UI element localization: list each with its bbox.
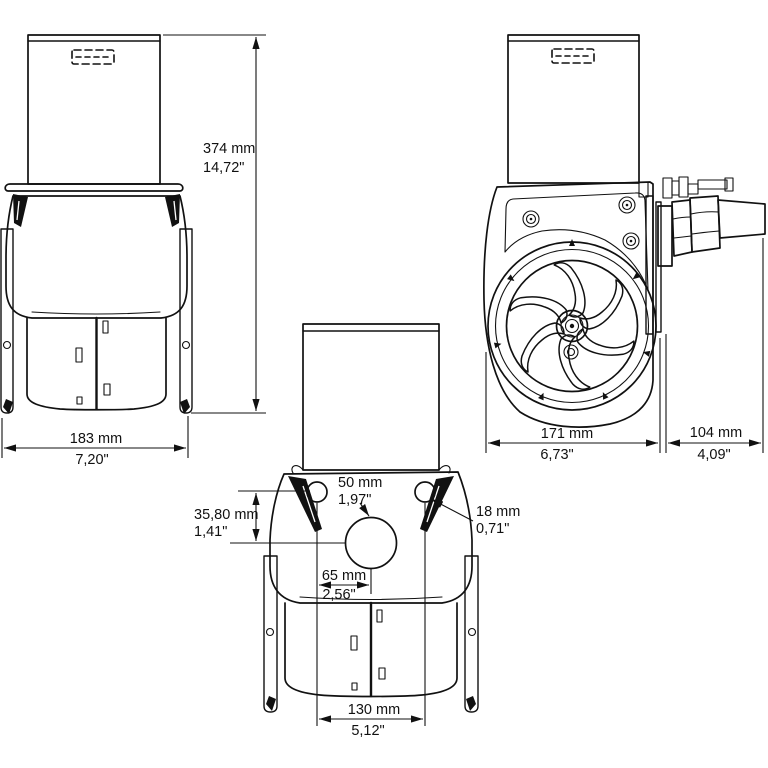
back-side-rails: [263, 555, 479, 713]
front-view: 374 mm 14,72" 183 mm 7,20": [0, 34, 266, 468]
dim-offset-h-inch: 2,56": [322, 587, 355, 603]
back-dim-center-hole: 50 mm 1,97": [338, 475, 382, 517]
side-view: 171 mm 6,73" 104 mm 4,09": [483, 34, 766, 463]
side-dim-depth: 171 mm 6,73": [485, 338, 661, 463]
dim-side-tube-inch: 4,09": [697, 447, 730, 463]
front-upper-shell: [5, 195, 188, 319]
panel-screws: [522, 196, 640, 250]
back-lower-panel: [284, 601, 458, 698]
side-feed-chute: [507, 34, 640, 184]
back-dim-spacing: 130 mm 5,12": [316, 503, 426, 739]
back-view: 50 mm 1,97" 18 mm 0,71" 35,80 mm 1,41" 6…: [194, 323, 520, 739]
dim-center-hole-mm: 50 mm: [338, 475, 382, 491]
back-dim-offset-v: 35,80 mm 1,41": [194, 490, 346, 544]
burner-tube: [657, 195, 766, 267]
dim-offset-h-mm: 65 mm: [322, 568, 366, 584]
back-dim-offset-h: 65 mm 2,56": [319, 568, 372, 603]
dim-offset-v-mm: 35,80 mm: [194, 507, 258, 523]
mount-hole-left: [306, 481, 328, 503]
dim-front-width-inch: 7,20": [75, 452, 108, 468]
dim-spacing-mm: 130 mm: [348, 702, 400, 718]
dim-side-tube-mm: 104 mm: [690, 425, 742, 441]
mount-hole-right: [414, 481, 436, 503]
front-dim-width: 183 mm 7,20": [1, 416, 189, 468]
dim-front-height-mm: 374 mm: [203, 141, 255, 157]
balance-weight: [563, 344, 579, 360]
front-feed-chute: [27, 34, 161, 185]
chute-slot: [551, 48, 595, 64]
chute-slot: [71, 49, 115, 65]
dim-side-depth-mm: 171 mm: [541, 426, 593, 442]
dim-side-depth-inch: 6,73": [540, 447, 573, 463]
front-side-rails: [0, 228, 193, 414]
side-dim-tube: 104 mm 4,09": [665, 238, 764, 463]
fan-wheel: [487, 239, 657, 411]
front-top-cap: [4, 183, 184, 192]
dim-mount-hole-inch: 0,71": [476, 521, 509, 537]
igniter-rod: [638, 176, 734, 199]
dim-spacing-inch: 5,12": [351, 723, 384, 739]
burner-flange-assembly: [638, 176, 766, 335]
front-lower-panel: [26, 316, 167, 411]
dim-center-hole-inch: 1,97": [338, 492, 371, 508]
dim-offset-v-inch: 1,41": [194, 524, 227, 540]
side-body: [483, 181, 654, 428]
dim-mount-hole-mm: 18 mm: [476, 504, 520, 520]
front-hooks: [13, 194, 180, 227]
dim-front-width-mm: 183 mm: [70, 431, 122, 447]
center-feed-hole: [344, 516, 398, 570]
back-feed-chute: [291, 323, 451, 474]
front-dim-height: 374 mm 14,72": [163, 34, 266, 414]
fan-hub: [555, 309, 589, 360]
back-dim-mount-hole: 18 mm 0,71": [430, 498, 520, 537]
dim-front-height-inch: 14,72": [203, 160, 244, 176]
